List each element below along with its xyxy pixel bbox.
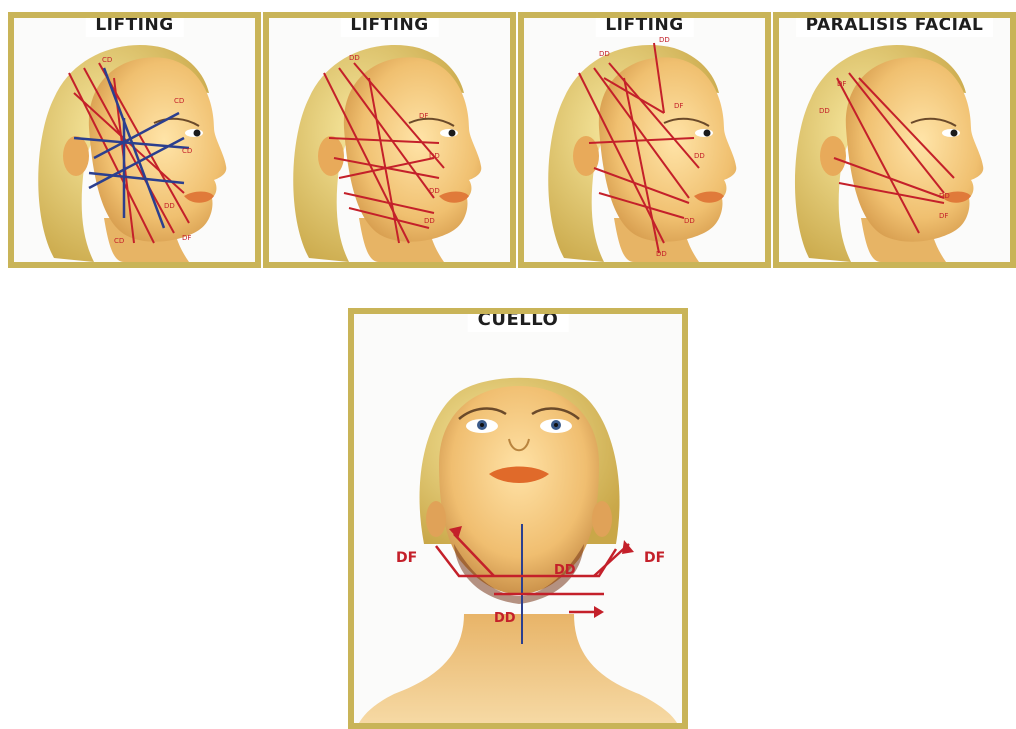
label-dd: DD <box>349 54 360 62</box>
label-cd: CD <box>102 56 112 64</box>
label-dd: DD <box>554 563 576 578</box>
label-df: DF <box>674 102 683 110</box>
cuello-panel: DF DF DD DD CUELLO <box>348 308 688 729</box>
label-df: DF <box>396 550 417 566</box>
panel-title: LIFTING <box>340 13 438 37</box>
label-dd: DD <box>939 192 950 200</box>
panel-title: CUELLO <box>468 308 569 332</box>
label-dd: DD <box>424 217 435 225</box>
label-df: DF <box>182 234 191 242</box>
lifting-panel-3: DD DD DF DD DD DD LIFTING <box>518 12 771 268</box>
face-profile-illustration: CD CD CD DD DF CD <box>14 18 255 262</box>
label-dd: DD <box>599 50 610 58</box>
label-dd: DD <box>694 152 705 160</box>
label-dd: DD <box>494 611 516 626</box>
label-df: DF <box>419 112 428 120</box>
face-profile-illustration: DD DD DF DD DD DD <box>524 18 765 262</box>
label-cd: CD <box>114 237 124 245</box>
panel-title: LIFTING <box>85 13 183 37</box>
label-dd: DD <box>819 107 830 115</box>
label-df: DF <box>644 550 665 566</box>
label-dd: DD <box>659 36 670 44</box>
lifting-panel-2: DD DF DD DD DD LIFTING <box>263 12 516 268</box>
panel-title: PARALISIS FACIAL <box>796 13 994 37</box>
face-profile-illustration: DD DF DD DF <box>779 18 1010 262</box>
label-df: DF <box>939 212 948 220</box>
label-dd: DD <box>429 187 440 195</box>
label-dd: DD <box>656 250 667 258</box>
label-dd: DD <box>164 202 175 210</box>
panel-title: LIFTING <box>595 13 693 37</box>
label-cd: CD <box>182 147 192 155</box>
label-dd: DD <box>429 152 440 160</box>
label-df: DF <box>837 80 846 88</box>
label-cd: CD <box>174 97 184 105</box>
paralisis-facial-panel: DD DF DD DF PARALISIS FACIAL <box>773 12 1016 268</box>
lifting-panel-1: CD CD CD DD DF CD LIFTING <box>8 12 261 268</box>
neck-front-illustration: DF DF DD DD <box>354 314 682 723</box>
label-dd: DD <box>684 217 695 225</box>
face-profile-illustration: DD DF DD DD DD <box>269 18 510 262</box>
